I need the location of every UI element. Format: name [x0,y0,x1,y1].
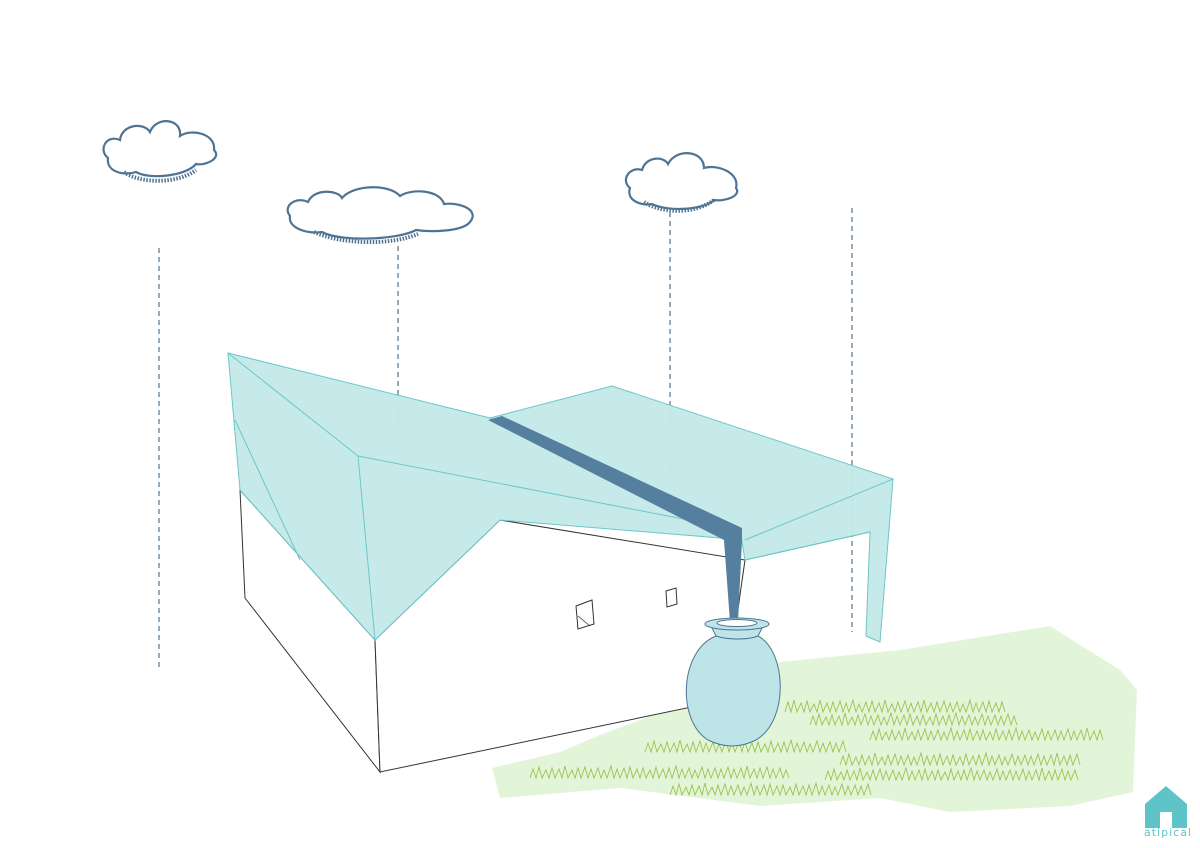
cloud-icon [102,120,218,183]
roof-valley-gutter [488,416,742,542]
window [575,599,595,630]
house-icon [1145,786,1187,828]
window [665,587,678,608]
cloud-icon [286,186,474,245]
water-jar [685,617,781,747]
downpipe [724,540,742,622]
house-walls [239,488,746,774]
brand-logo-text: atipical [1144,826,1192,839]
grass-icon [529,698,1104,797]
roof [227,352,894,643]
cloud-icon [624,152,739,213]
